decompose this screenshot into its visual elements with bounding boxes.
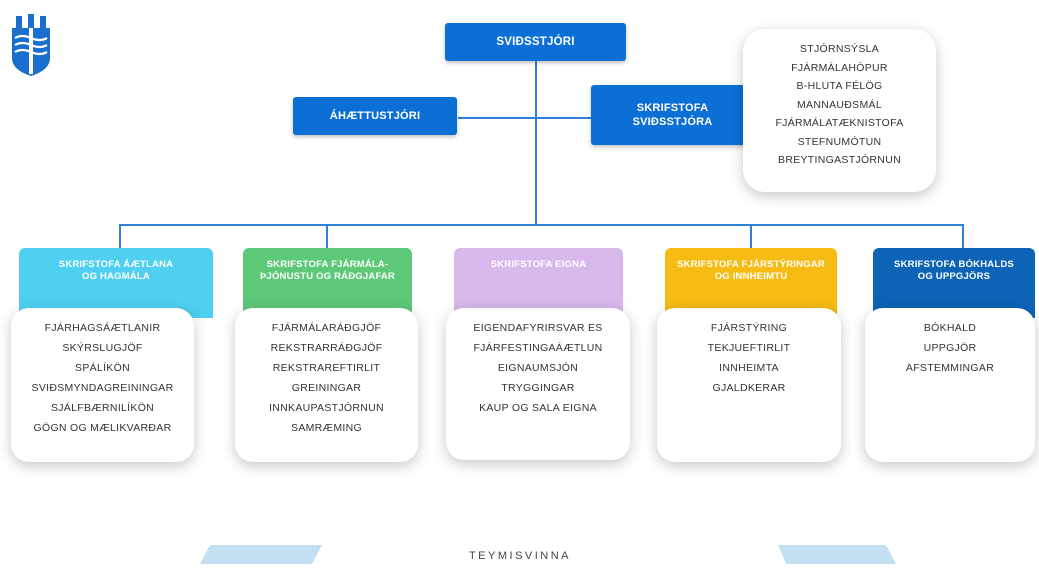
division-header-accounting: SKRIFSTOFA BÓKHALDS OG UPPGJÖRS [873,248,1035,318]
division-card-planning [11,308,194,462]
list-item: INNKAUPASTJÓRNUN [269,402,384,414]
list-item: FJÁRMÁLAHÓPUR [791,61,888,74]
division-title-line1: SKRIFSTOFA FJÁRSTÝRINGAR [677,259,825,270]
list-item: B-HLUTA FÉLÖG [796,80,883,92]
list-item: TRYGGINGAR [501,382,575,394]
division-title-line2: ÞJÓNUSTU OG RÁÐGJAFAR [259,271,396,282]
director-label: SVIÐSSTJÓRI [496,36,575,48]
connector-risk [458,117,593,119]
list-item: SKÝRSLUGJÖF [62,342,143,354]
division-items-planning: FJÁRHAGSÁÆTLANIR SKÝRSLUGJÖF SPÁLÍKÖN SV… [11,322,194,434]
arrow-right-icon [778,545,896,564]
connector-div4 [750,224,752,249]
division-header-treasury: SKRIFSTOFA FJÁRSTÝRINGAR OG INNHEIMTU [665,248,837,318]
division-header-financial-services: SKRIFSTOFA FJÁRMÁLA- ÞJÓNUSTU OG RÁÐGJAF… [243,248,412,318]
arrow-left-icon [200,545,322,564]
list-item: GREININGAR [291,382,362,394]
list-item: SJÁLFBÆRNILÍKÖN [50,402,155,414]
division-title-line2: OG UPPGJÖRS [917,271,991,282]
division-card-financial-services [235,308,418,462]
office-director-label-1: SKRIFSTOFA [636,102,709,114]
director-box: SVIÐSSTJÓRI [445,23,626,61]
list-item: FJÁRMÁLATÆKNISTOFA [775,117,904,129]
risk-manager-box: ÁHÆTTUSTJÓRI [293,97,457,135]
list-item: TEKJUEFTIRLIT [707,342,791,354]
list-item: BREYTINGASTJÓRNUN [778,154,901,166]
list-item: AFSTEMMINGAR [905,362,995,374]
connector-vertical-main [535,61,537,225]
list-item: MANNAUÐSMÁL [797,98,882,111]
teamwork-label: TEYMISVINNA [468,550,572,562]
list-item: EIGENDAFYRIRSVAR ES [473,322,603,334]
division-card-assets [446,308,630,460]
office-director-box: SKRIFSTOFA SVIÐSSTJÓRA [591,85,754,145]
logo-icon [10,14,52,76]
list-item: FJÁRFESTINGAÁÆTLUN [473,342,603,354]
list-item: REKSTRARRÁÐGJÖF [270,342,383,354]
division-items-assets: EIGENDAFYRIRSVAR ES FJÁRFESTINGAÁÆTLUN E… [446,322,630,414]
list-item: EIGNAUMSJÓN [497,362,579,374]
list-item: SAMRÆMING [291,422,362,434]
division-title-line2: OG INNHEIMTU [714,271,788,282]
list-item: KAUP OG SALA EIGNA [479,402,597,414]
list-item: FJÁRHAGSÁÆTLANIR [44,322,161,334]
list-item: GÖGN OG MÆLIKVARÐAR [33,422,172,434]
division-items-accounting: BÓKHALD UPPGJÖR AFSTEMMINGAR [865,322,1035,374]
list-item: INNHEIMTA [719,362,779,374]
division-title-line1: SKRIFSTOFA EIGNA [490,259,587,270]
division-title-line1: SKRIFSTOFA FJÁRMÁLA- [266,259,389,270]
division-header-assets: SKRIFSTOFA EIGNA [454,248,623,318]
division-title-line2: OG HAGMÁLA [82,271,150,282]
list-item: STEFNUMÓTUN [797,135,882,148]
list-item: SPÁLÍKÖN [75,362,130,374]
office-director-label-2: SVIÐSSTJÓRA [632,116,713,128]
division-card-treasury [657,308,841,462]
connector-horizontal-divisions [119,224,963,226]
list-item: GJALDKERAR [712,382,786,394]
division-items-treasury: FJÁRSTÝRING TEKJUEFTIRLIT INNHEIMTA GJAL… [657,322,841,394]
connector-div2 [326,224,328,249]
list-item: UPPGJÖR [923,342,977,354]
office-director-items: STJÓRNSÝSLA FJÁRMÁLAHÓPUR B-HLUTA FÉLÖG … [743,43,936,166]
list-item: FJÁRSTÝRING [710,322,788,334]
list-item: STJÓRNSÝSLA [799,43,880,55]
list-item: FJÁRMÁLARÁÐGJÖF [271,322,382,334]
list-item: REKSTRAREFTIRLIT [272,362,381,374]
division-title-line1: SKRIFSTOFA ÁÆTLANA [58,259,174,270]
division-card-accounting [865,308,1035,462]
connector-div5 [962,224,964,249]
list-item: SVIÐSMYNDAGREININGAR [31,382,174,394]
division-title-line1: SKRIFSTOFA BÓKHALDS [894,259,1014,270]
connector-div1 [119,224,121,249]
division-header-planning: SKRIFSTOFA ÁÆTLANA OG HAGMÁLA [19,248,213,318]
division-items-financial-services: FJÁRMÁLARÁÐGJÖF REKSTRARRÁÐGJÖF REKSTRAR… [235,322,418,434]
office-director-items-card [743,29,936,192]
list-item: BÓKHALD [923,322,977,334]
risk-manager-label: ÁHÆTTUSTJÓRI [329,110,421,122]
